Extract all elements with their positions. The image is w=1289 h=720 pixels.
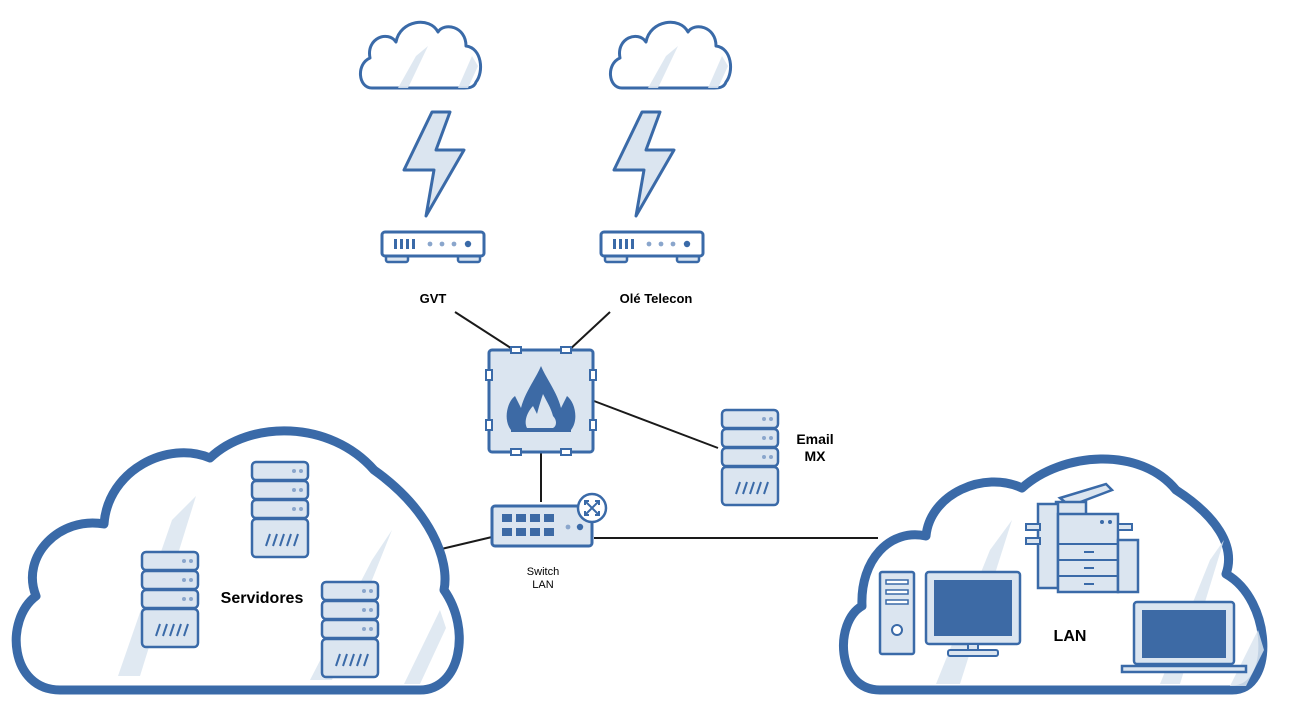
- email-label-line1: Email: [796, 431, 834, 447]
- cloud-icon: [608, 20, 733, 90]
- desktop-icon: [924, 570, 1022, 657]
- link-ole-firewall: [566, 311, 611, 353]
- printer-icon: [1025, 482, 1140, 594]
- modem-icon: [380, 230, 486, 264]
- server-icon: [720, 408, 780, 507]
- isp-label-ole-telecon: Olé Telecon: [619, 291, 693, 306]
- lightning-icon: [402, 110, 466, 218]
- desktop-icon: [878, 570, 916, 656]
- switch-icon: [490, 492, 608, 548]
- isp-label-gvt: GVT: [419, 291, 447, 306]
- servers-cloud-label: Servidores: [220, 590, 304, 607]
- server-icon: [250, 460, 310, 559]
- lan-cloud-label: LAN: [1053, 628, 1087, 645]
- server-icon: [140, 550, 200, 649]
- switch-label-line1: Switch: [526, 566, 560, 578]
- server-icon: [320, 580, 380, 679]
- link-firewall-email: [593, 400, 719, 449]
- cloud-icon: [358, 20, 483, 90]
- email-label-line2: MX: [804, 448, 826, 464]
- link-gvt-firewall: [454, 311, 518, 353]
- servers-cloud: [11, 426, 464, 695]
- firewall-icon: [485, 346, 597, 456]
- lightning-icon: [612, 110, 676, 218]
- laptop-icon: [1120, 600, 1248, 674]
- switch-label-line2: LAN: [532, 579, 554, 591]
- modem-icon: [599, 230, 705, 264]
